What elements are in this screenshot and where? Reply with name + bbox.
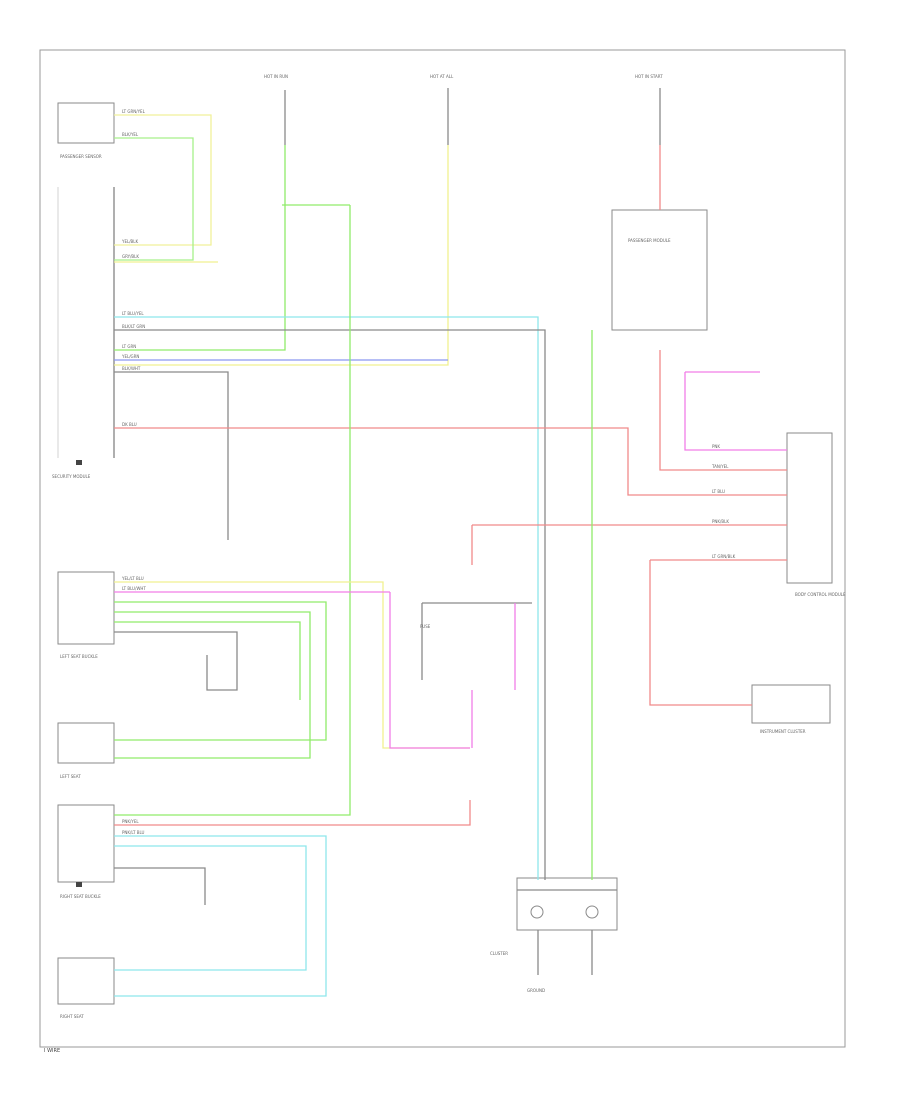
wire-label-1: LT GRN/YEL	[122, 109, 146, 114]
wire-label-18: PNK/YEL	[122, 819, 139, 824]
labels: PASSENGER SENSOR SECURITY MODULE LEFT SE…	[44, 74, 846, 1054]
cluster-box	[516, 877, 618, 931]
wire-gray-drop	[114, 371, 229, 540]
label-left-seat: LEFT SEAT	[60, 774, 81, 779]
label-fuse-top-left: HOT IN RUN	[264, 74, 288, 79]
wire-label-3: YEL/BLK	[121, 239, 139, 244]
cluster-lamp-2-icon	[585, 905, 599, 919]
wire-yellow-fuse	[114, 145, 449, 366]
wire-label-9: BLK/WHT	[122, 366, 141, 371]
wire-yellow-buckle	[114, 581, 470, 749]
wire-red-instrument	[649, 560, 752, 706]
wire-label-12: TAN/YEL	[711, 464, 729, 469]
label-body-control: BODY CONTROL MODULE	[795, 592, 846, 597]
wire-green-buckle-3	[114, 621, 301, 700]
left-seat-box	[57, 722, 115, 764]
label-right-buckle: RIGHT SEAT BUCKLE	[60, 894, 101, 899]
wire-cyan-right-2	[114, 845, 307, 971]
right-buckle-ground-tab	[76, 882, 82, 887]
label-ground: GROUND	[527, 988, 545, 993]
wire-label-8: YEL/GRN	[121, 354, 139, 359]
passenger-sensor-box	[57, 102, 115, 144]
wire-label-11: PNK	[712, 444, 720, 449]
wire-label-10: DK BLU	[122, 422, 137, 427]
wire-green-sensor	[114, 137, 194, 261]
left-buckle-box	[57, 571, 115, 645]
wire-red-bcm	[114, 427, 787, 496]
label-fuse-top-mid: HOT AT ALL	[430, 74, 454, 79]
label-left-buckle: LEFT SEAT BUCKLE	[60, 654, 98, 659]
wire-green-buckle-1	[114, 601, 327, 741]
label-cluster: CLUSTER	[490, 951, 508, 956]
wire-cyan-long	[114, 316, 539, 880]
footer-code: I WIRE	[44, 1048, 60, 1054]
right-buckle-box	[57, 804, 115, 883]
wire-green-fuse	[114, 145, 286, 351]
wire-label-13: LT BLU	[712, 489, 725, 494]
wire-label-19: PNK/LT BLU	[122, 830, 145, 835]
wire-red-passenger	[659, 350, 787, 471]
wire-label-14: PNK/BLK	[712, 519, 729, 524]
wire-pink-bcm-1	[684, 372, 787, 451]
wire-green-center	[114, 205, 351, 816]
label-fuse: FUSE	[420, 624, 431, 629]
right-seat-box	[57, 957, 115, 1005]
label-right-seat: RIGHT SEAT	[60, 1014, 84, 1019]
wire-pink-connector	[389, 592, 470, 749]
label-fuse-top-right: HOT IN START	[635, 74, 663, 79]
wire-label-16: YEL/LT BLU	[121, 576, 144, 581]
wire-yellow-sensor	[114, 114, 212, 246]
module-ground-tab	[76, 460, 82, 465]
label-instrument: INSTRUMENT CLUSTER	[760, 729, 806, 734]
wire-label-7: LT GRN	[122, 344, 136, 349]
cluster-lamp-1-icon	[530, 905, 544, 919]
wires	[114, 88, 787, 997]
wire-red-right-buckle	[114, 800, 471, 826]
wire-green-buckle-2	[114, 611, 311, 759]
wire-label-17: LT BLU/WHT	[122, 586, 146, 591]
body-control-box	[786, 432, 833, 584]
wire-label-15: LT GRN/BLK	[712, 554, 736, 559]
wire-gray-buckle	[114, 631, 238, 691]
instrument-box	[751, 684, 831, 724]
wire-label-6: BLK/LT GRN	[122, 324, 145, 329]
passenger-module-box	[611, 209, 708, 331]
diagram-frame	[39, 49, 846, 1048]
wire-cyan-right-1	[114, 835, 327, 997]
wire-gray-right-buckle	[114, 867, 206, 905]
label-passenger-sensor: PASSENGER SENSOR	[60, 154, 102, 159]
wire-gray-long	[114, 329, 546, 880]
wire-label-5: LT BLU/YEL	[122, 311, 144, 316]
wire-label-2: BLK/YEL	[122, 132, 139, 137]
label-module: SECURITY MODULE	[52, 474, 91, 479]
wire-label-4: GRY/BLK	[122, 254, 139, 259]
label-passenger-module: PASSENGER MODULE	[628, 238, 671, 243]
